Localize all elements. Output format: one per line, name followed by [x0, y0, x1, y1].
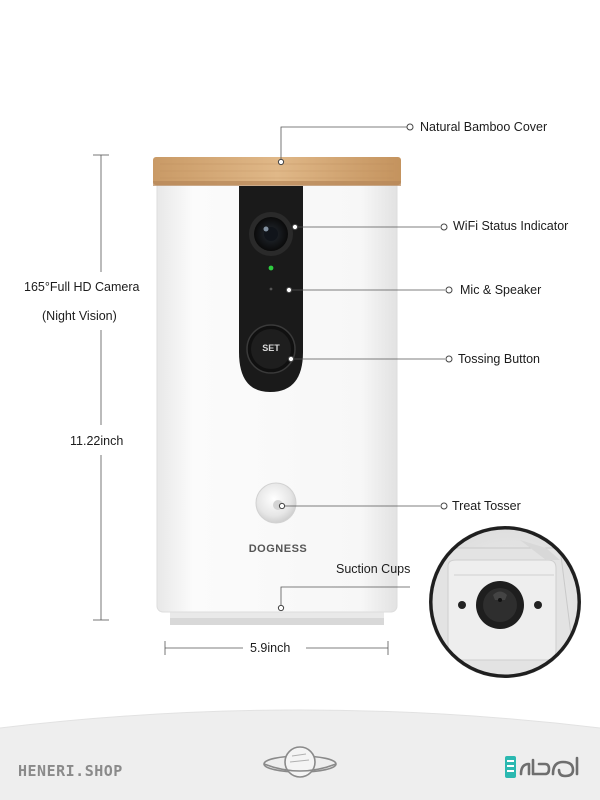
height-dimension-label: 11.22inch	[70, 434, 124, 448]
set-button	[246, 324, 296, 374]
callout-tossing-button: Tossing Button	[458, 352, 540, 366]
mic-hole	[269, 287, 273, 291]
callout-suction-cups: Suction Cups	[336, 562, 411, 576]
camera-label-line1: 165°Full HD Camera	[24, 280, 140, 294]
callout-lines	[280, 126, 445, 608]
callout-treat-tosser: Treat Tosser	[452, 499, 521, 513]
callout-bamboo-cover: Natural Bamboo Cover	[420, 120, 548, 134]
brand-logo-mark	[505, 756, 579, 778]
treat-tosser	[255, 482, 297, 524]
height-dimension-line	[93, 154, 109, 621]
callout-mic-speaker: Mic & Speaker	[460, 283, 542, 297]
callout-wifi-indicator: WiFi Status Indicator	[453, 219, 569, 233]
planet-icon	[263, 746, 337, 778]
width-dimension-line	[164, 641, 389, 655]
bamboo-cover	[153, 157, 401, 186]
suction-cup-inset	[429, 526, 581, 678]
set-button-label: SET	[262, 343, 280, 353]
camera-label-line2: (Night Vision)	[42, 309, 117, 323]
shop-name: HENERI.SHOP	[18, 762, 123, 780]
width-dimension-label: 5.9inch	[250, 641, 291, 655]
footer-curve	[0, 709, 600, 800]
brand-logo: DOGNESS	[248, 543, 308, 555]
footer-band	[0, 700, 600, 800]
camera-lens	[249, 212, 293, 256]
wifi-status-led	[268, 265, 274, 271]
callout-dots	[277, 123, 453, 612]
